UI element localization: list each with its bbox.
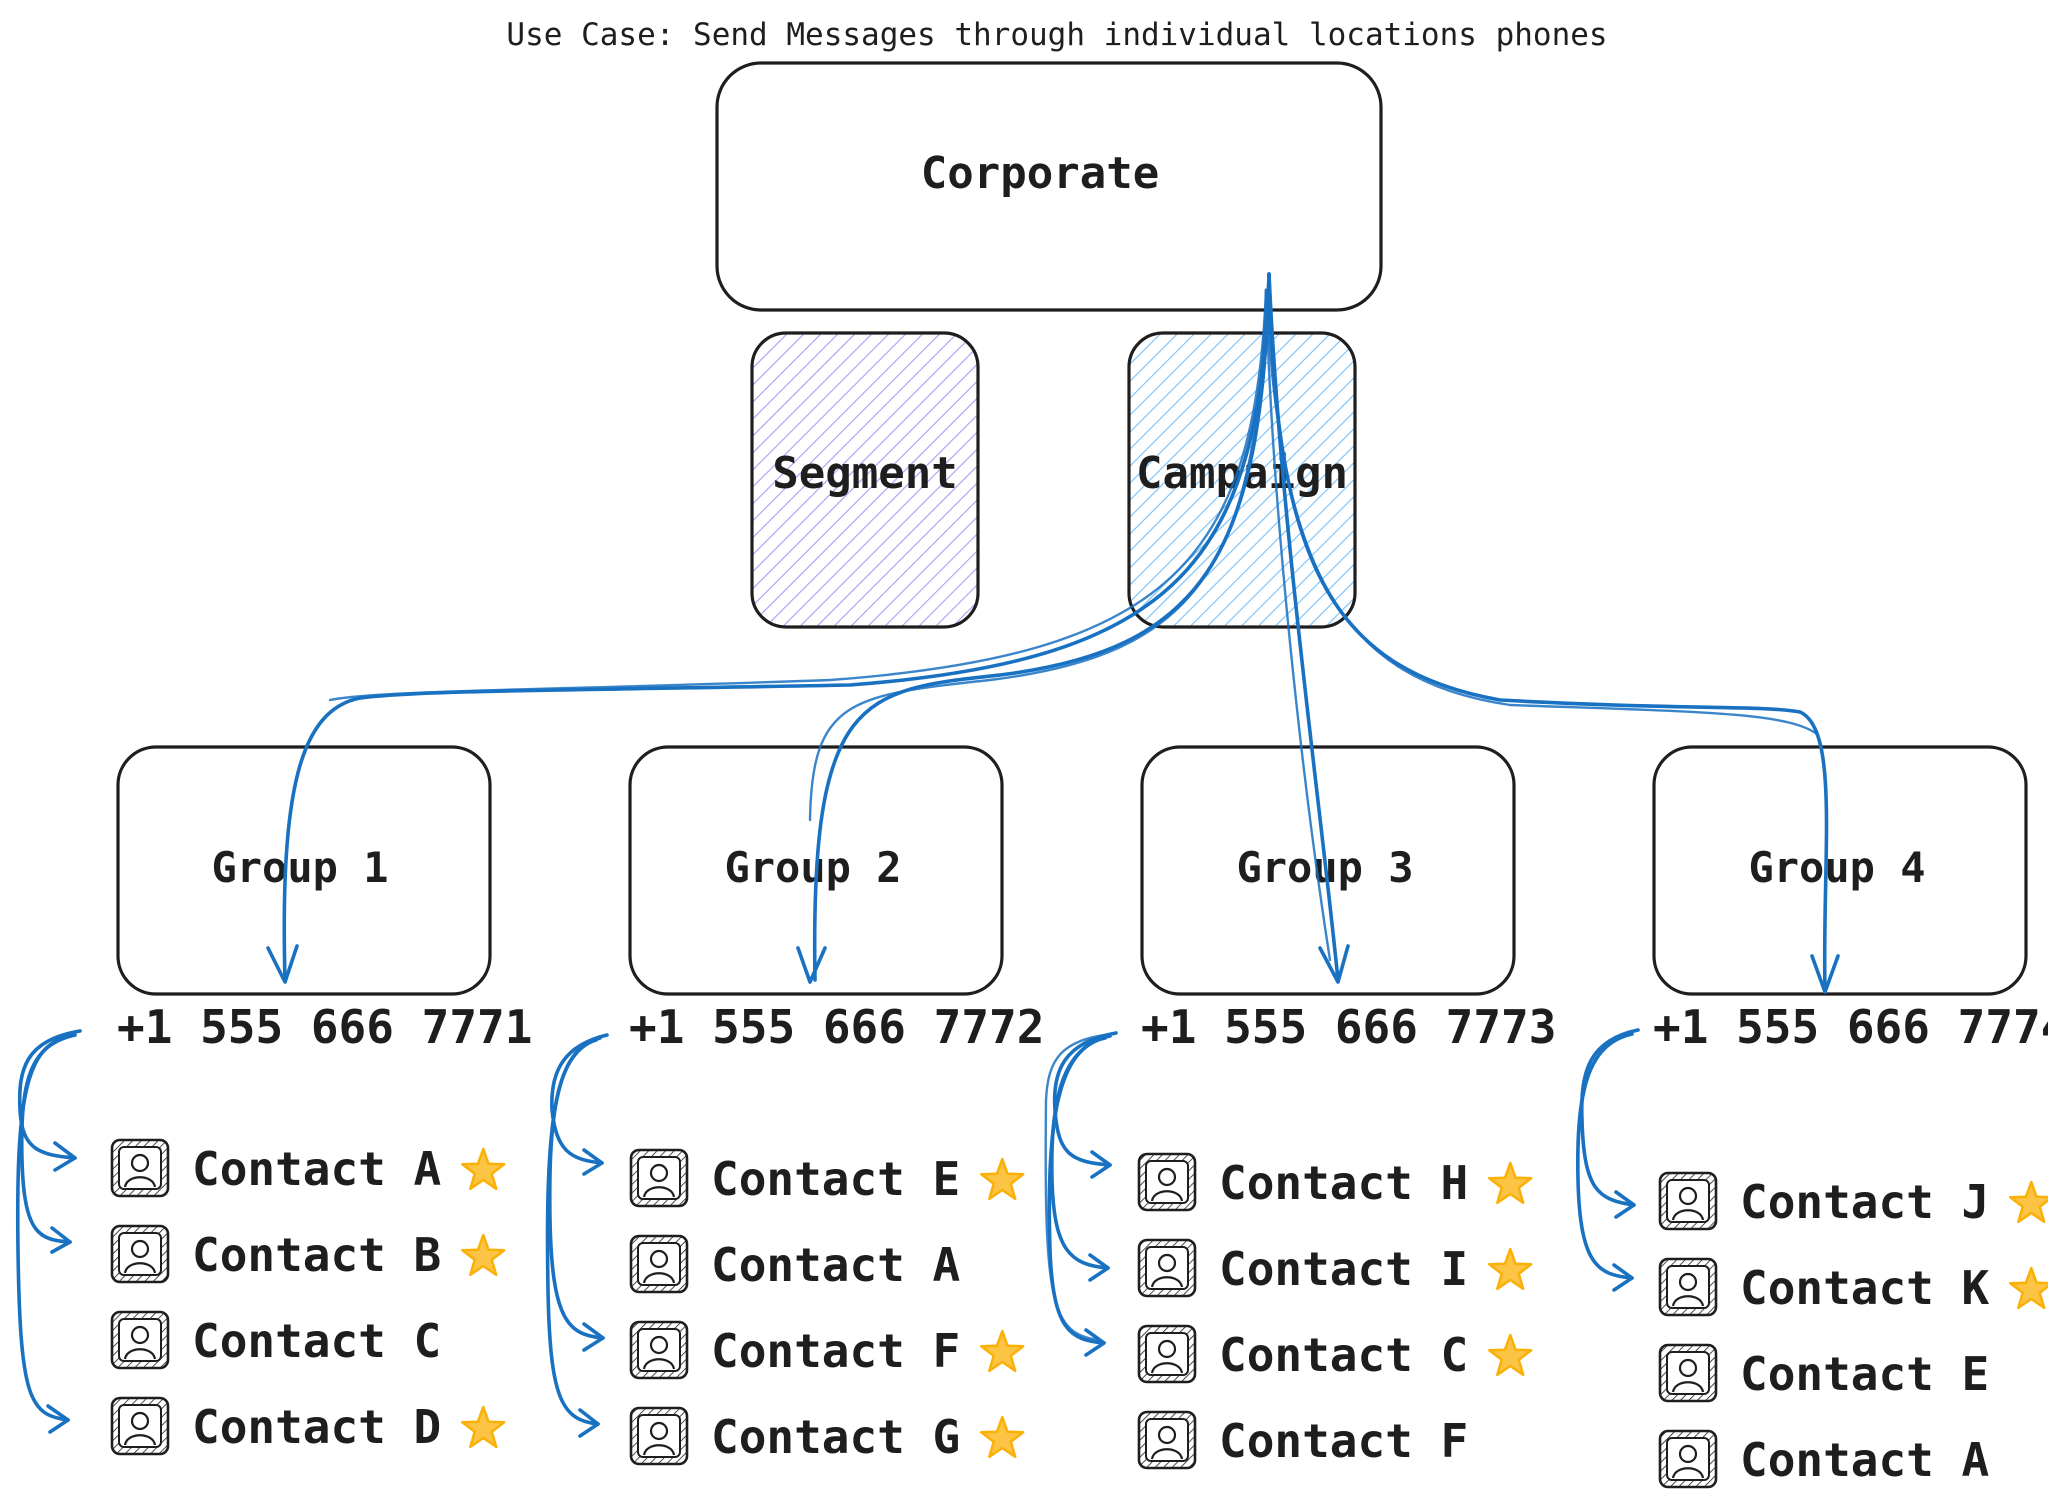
contact-name: Contact F: [1219, 1414, 1468, 1468]
star-icon: [1488, 1161, 1533, 1205]
contact-card-icon: [1658, 1343, 1718, 1403]
segment-label: Segment: [772, 448, 957, 499]
contact-card-icon: [1137, 1324, 1197, 1384]
star-icon: [980, 1415, 1025, 1459]
contact-card-icon: [110, 1138, 170, 1198]
contact-card-icon: [1137, 1410, 1197, 1470]
contact-name: Contact B: [192, 1228, 441, 1282]
star-icon: [461, 1147, 506, 1191]
contact-card-icon: [110, 1310, 170, 1370]
icons-layer: [110, 1138, 2048, 1489]
arrow-head: [1810, 954, 1840, 994]
contact-card-icon: [629, 1148, 689, 1208]
star-icon: [2009, 1266, 2048, 1310]
star-icon: [1488, 1333, 1533, 1377]
diagram-title: Use Case: Send Messages through individu…: [506, 17, 1607, 53]
contact-name: Contact C: [1219, 1328, 1468, 1382]
star-icon: [461, 1405, 506, 1449]
corporate-box: Corporate: [715, 61, 1383, 312]
group-label: Group 1: [211, 843, 388, 892]
corporate-label: Corporate: [921, 148, 1159, 199]
contact-card-icon: [629, 1320, 689, 1380]
contact-name: Contact C: [192, 1314, 441, 1368]
arrow-to-contact: [17, 1029, 82, 1160]
contact-card-icon: [1137, 1152, 1197, 1212]
star-icon: [2009, 1180, 2048, 1224]
campaign-arrows: [266, 272, 1840, 994]
contact-card-icon: [629, 1234, 689, 1294]
contact-card-icon: [110, 1396, 170, 1456]
contact-name: Contact D: [192, 1400, 441, 1454]
contact-name: Contact J: [1740, 1175, 1989, 1229]
contact-name: Contact E: [711, 1152, 960, 1206]
group-label: Group 4: [1748, 843, 1925, 892]
contact-card-icon: [1658, 1257, 1718, 1317]
star-icon: [1488, 1247, 1533, 1291]
arrow-to-contact: [1575, 1032, 1634, 1280]
contact-card-icon: [1658, 1171, 1718, 1231]
contact-card-icon: [110, 1224, 170, 1284]
group-box-1: Group 1: [116, 745, 492, 996]
phone-number-1: +1 555 666 7771: [117, 1000, 532, 1054]
contact-list-2: Contact E Contact A Contact F Contact G: [711, 1152, 960, 1464]
arrow-to-contact: [550, 1033, 609, 1165]
group-label: Group 2: [724, 843, 901, 892]
contact-card-icon: [1658, 1429, 1718, 1489]
contact-name: Contact A: [192, 1142, 441, 1196]
contact-name: Contact K: [1740, 1261, 1990, 1315]
arrow-head: [1318, 944, 1350, 984]
arrow-to-group-1: [282, 272, 1271, 982]
contact-name: Contact G: [711, 1410, 960, 1464]
contact-list-1: Contact A Contact B Contact C Contact D: [192, 1142, 441, 1454]
arrow-to-contact: [19, 1033, 77, 1244]
phone-number-2: +1 555 666 7772: [629, 1000, 1044, 1054]
contact-name: Contact H: [1219, 1156, 1468, 1210]
arrow-to-contact: [15, 1034, 72, 1422]
star-icon: [461, 1233, 506, 1277]
arrow-head: [266, 944, 299, 984]
contact-name: Contact A: [711, 1238, 960, 1292]
contact-card-icon: [1137, 1238, 1197, 1298]
phone-number-3: +1 555 666 7773: [1141, 1000, 1556, 1054]
contact-name: Contact I: [1219, 1242, 1468, 1296]
segment-box: Segment: [750, 331, 980, 629]
arrow-to-contact: [547, 1036, 605, 1340]
group-box-4: Group 4: [1652, 745, 2028, 996]
arrow-to-contact: [1579, 1028, 1640, 1207]
phone-number-4: +1 555 666 7774: [1653, 1000, 2048, 1054]
contact-list-4: Contact J Contact K Contact E Contact A: [1740, 1175, 1990, 1487]
contact-name: Contact A: [1740, 1433, 1989, 1487]
contact-name: Contact E: [1740, 1347, 1989, 1401]
star-icon: [980, 1329, 1025, 1373]
arrow-head: [796, 946, 827, 984]
star-icon: [980, 1157, 1025, 1201]
phone-arrows: [15, 1028, 1640, 1438]
contact-list-3: Contact H Contact I Contact C Contact F: [1219, 1156, 1468, 1468]
contact-name: Contact F: [711, 1324, 960, 1378]
arrow-to-contact: [1052, 1031, 1118, 1167]
arrow-to-contact: [545, 1038, 600, 1426]
group-box-3: Group 3: [1140, 745, 1516, 996]
arrow-to-contact: [1047, 1036, 1107, 1345]
contact-card-icon: [629, 1406, 689, 1466]
